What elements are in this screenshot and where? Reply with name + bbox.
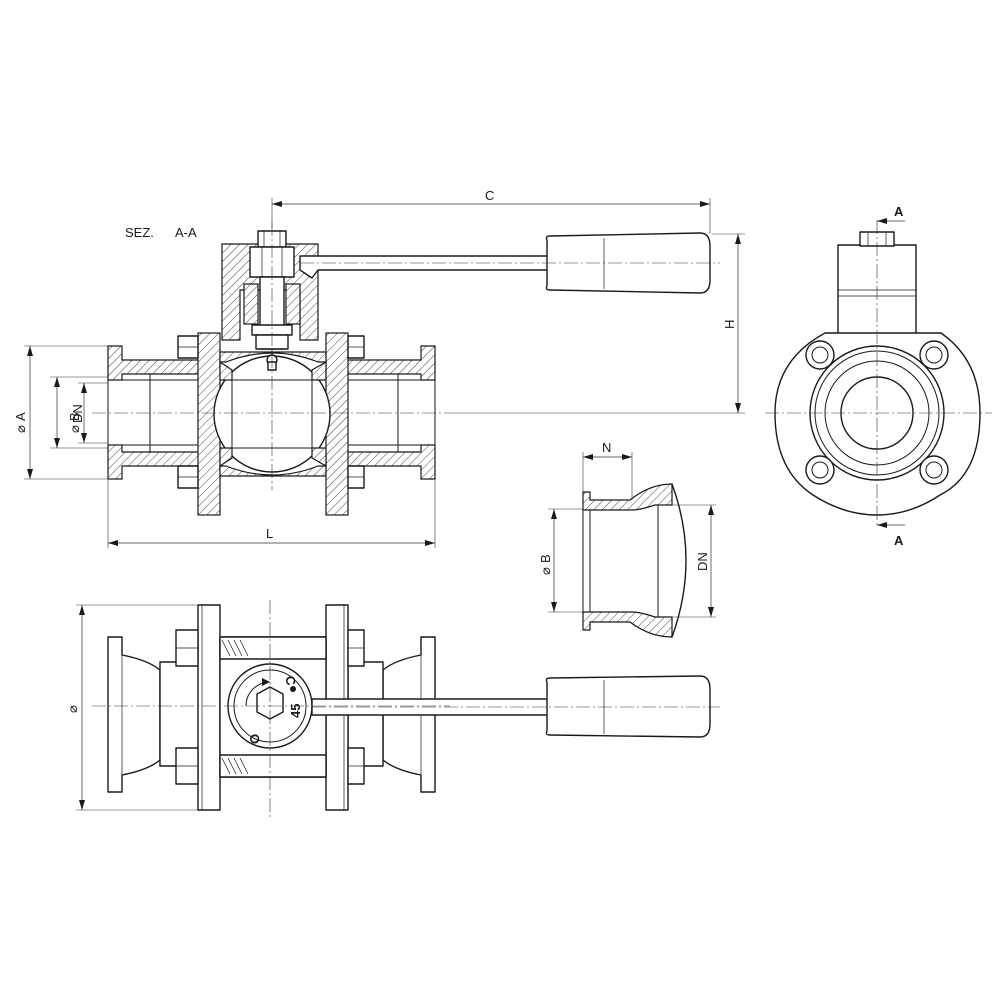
dim-n-label: N xyxy=(602,440,611,455)
ferrule-bottom-wall xyxy=(582,611,673,638)
side-view: A A xyxy=(765,204,992,548)
bolts-section xyxy=(177,335,365,489)
ferrule-detail: N ⌀ B DN xyxy=(538,440,716,638)
detail-b-label: B xyxy=(538,554,553,563)
section-view: SEZ. A-A xyxy=(13,188,745,548)
top-nuts xyxy=(175,629,365,785)
dim-b-label: B xyxy=(67,412,82,421)
section-id: A-A xyxy=(175,225,197,240)
handle-grip xyxy=(545,232,711,294)
center-body xyxy=(219,351,327,363)
indicator-close: C xyxy=(282,675,299,687)
bottom-diam-symbol: ⌀ xyxy=(65,705,80,713)
dim-dn-label: DN xyxy=(70,404,85,423)
indicator-open: O xyxy=(246,733,263,746)
section-mark-bottom: A xyxy=(894,533,904,548)
side-bolts xyxy=(805,340,949,485)
section-mark-top: A xyxy=(894,204,904,219)
top-handle-grip xyxy=(545,675,711,738)
top-left-body-flange xyxy=(197,604,221,811)
detail-dn-label: DN xyxy=(695,552,710,571)
dim-l-label: L xyxy=(266,526,273,541)
detail-diam-symbol: ⌀ xyxy=(538,567,553,575)
dim-c-label: C xyxy=(485,188,494,203)
section-title: SEZ. xyxy=(125,225,154,240)
ferrule-top-wall xyxy=(582,483,673,511)
dim-h-label: H xyxy=(722,320,737,329)
handle-lever xyxy=(299,255,549,279)
diam-b-symbol: ⌀ xyxy=(67,425,82,433)
top-left-ferrule xyxy=(107,636,161,793)
top-view: C O 45 ⌀ xyxy=(65,600,720,820)
dim-a-label: A xyxy=(13,412,28,421)
diam-a-symbol: ⌀ xyxy=(13,425,28,433)
indicator-logo: 45 xyxy=(288,704,303,718)
